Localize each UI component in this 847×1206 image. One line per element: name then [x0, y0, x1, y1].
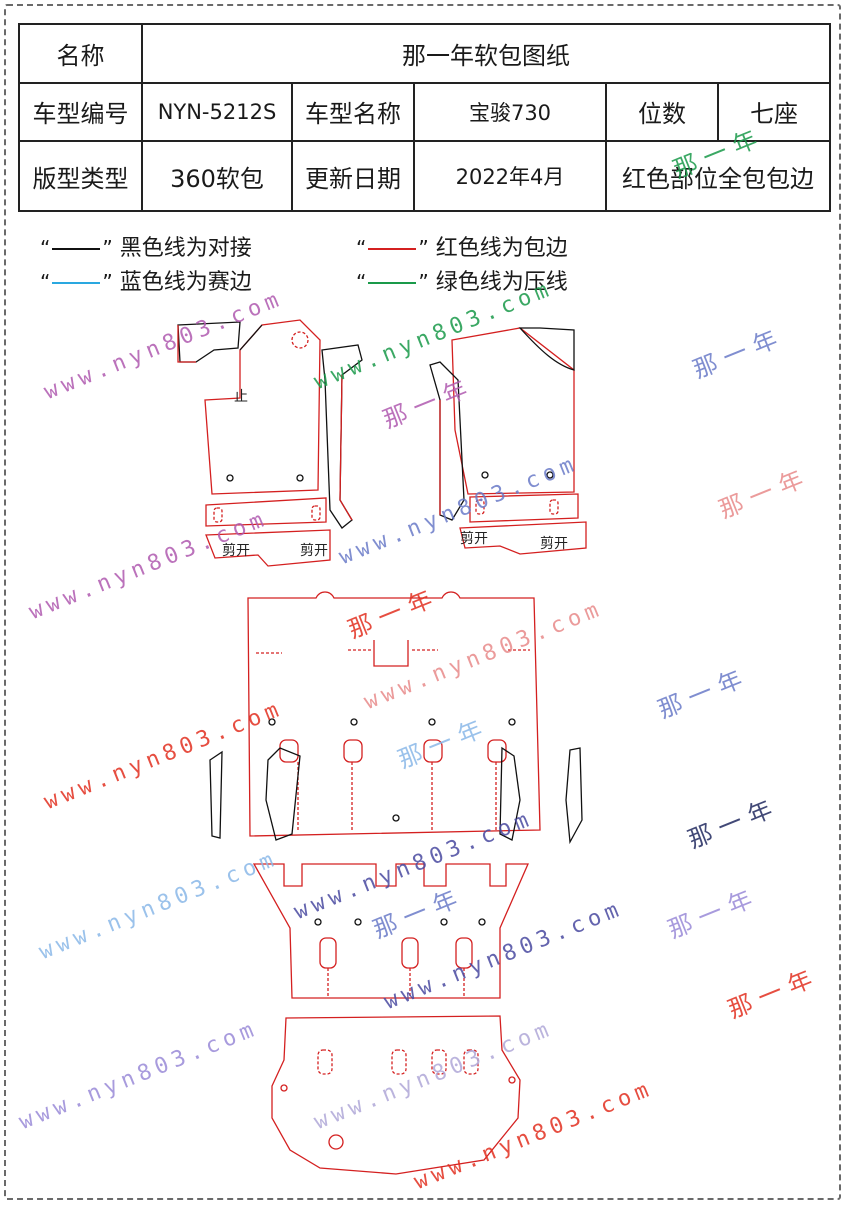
front-left-seat-pattern	[177, 319, 363, 567]
green-line-swatch	[368, 282, 417, 284]
legend-green-label: 绿色线为压线	[435, 270, 568, 295]
right-cushion-back-strip	[469, 493, 579, 523]
date-label: 更新日期	[291, 140, 415, 212]
dashed-border	[4, 4, 841, 1200]
backrest-side-piece-red	[177, 325, 196, 363]
legend-green: “” 绿色线为压线	[356, 270, 568, 295]
right-cushion-front-strip	[459, 521, 587, 555]
info-table: 名称 那一年软包图纸 车型编号 NYN-5212S 车型名称 宝骏730 位数 …	[18, 23, 831, 212]
cut-label-4: 剪开	[540, 536, 568, 552]
model-name-value: 宝骏730	[413, 81, 607, 143]
legend-black-label: 黑色线为对接	[119, 236, 252, 261]
model-name-label: 车型名称	[291, 81, 415, 143]
name-label: 名称	[18, 23, 143, 84]
legend-blue-label: 蓝色线为赛边	[119, 270, 252, 295]
cushion-back-strip	[205, 497, 327, 527]
model-code-value: NYN-5212S	[141, 81, 293, 143]
stop-label: 止	[234, 389, 248, 405]
cut-label-3: 剪开	[460, 531, 488, 547]
seats-label: 位数	[605, 81, 719, 143]
date-value: 2022年4月	[413, 140, 607, 212]
front-left-backrest	[204, 319, 321, 495]
cushion-front-strip	[205, 529, 331, 567]
cut-label-2: 剪开	[300, 543, 328, 559]
legend-red-label: 红色线为包边	[435, 236, 568, 261]
red-line-swatch	[368, 248, 417, 250]
black-line-swatch	[52, 248, 101, 250]
type-value: 360软包	[141, 140, 293, 212]
second-row-floor-pattern	[209, 591, 583, 845]
trunk-floor-pattern	[271, 1015, 521, 1175]
third-row-floor-pattern	[252, 863, 529, 999]
legend-blue: “” 蓝色线为赛边	[40, 270, 252, 295]
note-value: 红色部位全包包边	[605, 140, 831, 212]
legend-red: “” 红色线为包边	[356, 236, 568, 261]
legend-black: “” 黑色线为对接	[40, 236, 252, 261]
blue-line-swatch	[52, 282, 101, 284]
name-value: 那一年软包图纸	[141, 23, 831, 84]
cut-label-1: 剪开	[222, 543, 250, 559]
front-right-seat-pattern	[429, 327, 587, 555]
seats-value: 七座	[717, 81, 831, 143]
type-label: 版型类型	[18, 140, 143, 212]
model-code-label: 车型编号	[18, 81, 143, 143]
